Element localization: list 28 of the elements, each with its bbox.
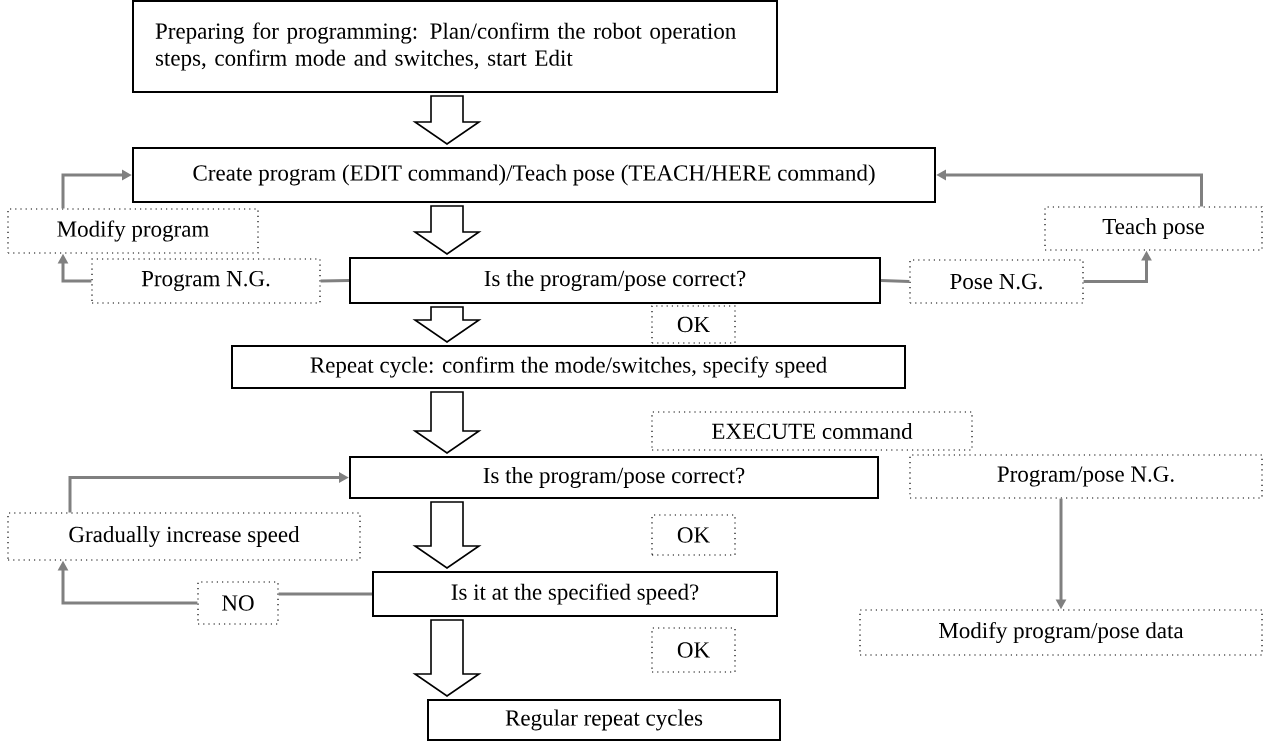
- label-box: Modify program: [7, 208, 259, 254]
- block-arrow: [412, 205, 482, 255]
- connector-line: [880, 279, 910, 283]
- process-box: Preparing for programming: Plan/confirm the robot operation steps, confirm mode and switches, start Edit: [132, 0, 778, 93]
- label-box: OK: [651, 627, 736, 673]
- label-box: EXECUTE command: [651, 411, 973, 451]
- label-box: Program/pose N.G.: [909, 454, 1263, 499]
- label-box: Program N.G.: [91, 258, 321, 304]
- block-arrow: [412, 95, 482, 145]
- process-box: Repeat cycle: confirm the mode/switches, specify speed: [231, 345, 906, 389]
- block-arrow: [412, 391, 482, 454]
- block-arrow: [412, 619, 482, 697]
- process-box: Create program (EDIT command)/Teach pose (TEACH/HERE command): [132, 147, 936, 203]
- process-box: Is the program/pose correct?: [349, 257, 881, 304]
- process-box: Is the program/pose correct?: [349, 456, 879, 499]
- block-arrow: [412, 501, 482, 569]
- label-box: OK: [651, 514, 736, 556]
- label-box: OK: [651, 305, 736, 344]
- connector-line: [278, 592, 372, 596]
- label-box: Teach pose: [1044, 206, 1263, 251]
- label-box: Modify program/pose data: [859, 609, 1263, 656]
- process-box: Regular repeat cycles: [427, 699, 781, 741]
- label-box: NO: [197, 581, 279, 625]
- label-box: Gradually increase speed: [7, 512, 361, 561]
- connector-line: [320, 279, 350, 283]
- label-box: Pose N.G.: [909, 259, 1084, 304]
- process-box: Is it at the specified speed?: [372, 571, 778, 617]
- block-arrow: [412, 306, 482, 343]
